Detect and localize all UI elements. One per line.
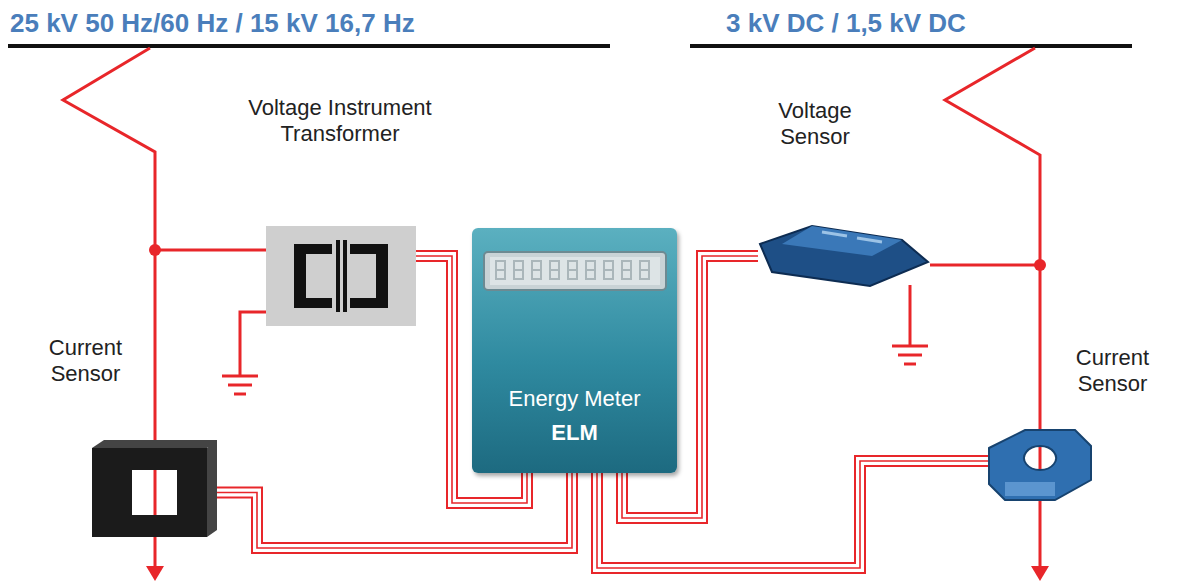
line-voltage-label: 25 kV 50 Hz/60 Hz / 15 kV 16,7 Hz	[10, 8, 415, 39]
junction-dot	[1034, 259, 1046, 271]
transformer-box: Voltage Instrument Transformer	[266, 226, 416, 326]
feed-wire	[930, 264, 1040, 267]
current-sensor: Current Sensor	[985, 420, 1095, 502]
junction-dot	[149, 244, 161, 256]
part-name: Voltage Instrument Transformer	[240, 95, 440, 147]
wire	[217, 473, 572, 548]
display-segment	[604, 261, 613, 279]
voltage-sensor-device	[752, 222, 932, 290]
overhead-line	[8, 44, 610, 48]
ground-symbol	[892, 285, 928, 364]
part-name: Current Sensor	[1055, 345, 1170, 397]
voltage-sensor: Voltage Sensor	[752, 222, 932, 290]
wire	[597, 461, 989, 568]
display-segment	[514, 261, 523, 279]
current-sensor: Current Sensor	[82, 440, 217, 545]
display-segment	[568, 261, 577, 279]
meter-name: ELM	[472, 420, 677, 446]
feed-wire	[155, 249, 266, 252]
part-name: Voltage Sensor	[755, 98, 875, 150]
arrow-head	[1031, 566, 1049, 581]
part-name: Current Sensor	[28, 335, 143, 387]
display-segment	[622, 261, 631, 279]
wire	[217, 473, 572, 548]
current-sensor-device	[82, 440, 217, 545]
display-segment	[532, 261, 541, 279]
line-voltage-label: 3 kV DC / 1,5 kV DC	[726, 8, 966, 39]
meter-display	[472, 228, 677, 308]
wire	[597, 461, 989, 568]
overhead-line	[690, 44, 1132, 48]
wire	[597, 461, 989, 568]
wire	[217, 473, 572, 548]
display-segment	[496, 261, 505, 279]
wire-bundle	[597, 461, 989, 568]
current-sensor-device	[985, 420, 1095, 502]
display-segment	[586, 261, 595, 279]
energy-meter-box: Energy MeterELM	[472, 228, 677, 473]
meter-title: Energy Meter	[472, 386, 677, 412]
ground-symbol	[222, 312, 266, 394]
display-segment	[640, 261, 649, 279]
transformer-symbol	[266, 226, 416, 326]
arrow-head	[146, 566, 164, 581]
wire-bundle	[217, 473, 572, 548]
display-segment	[550, 261, 559, 279]
